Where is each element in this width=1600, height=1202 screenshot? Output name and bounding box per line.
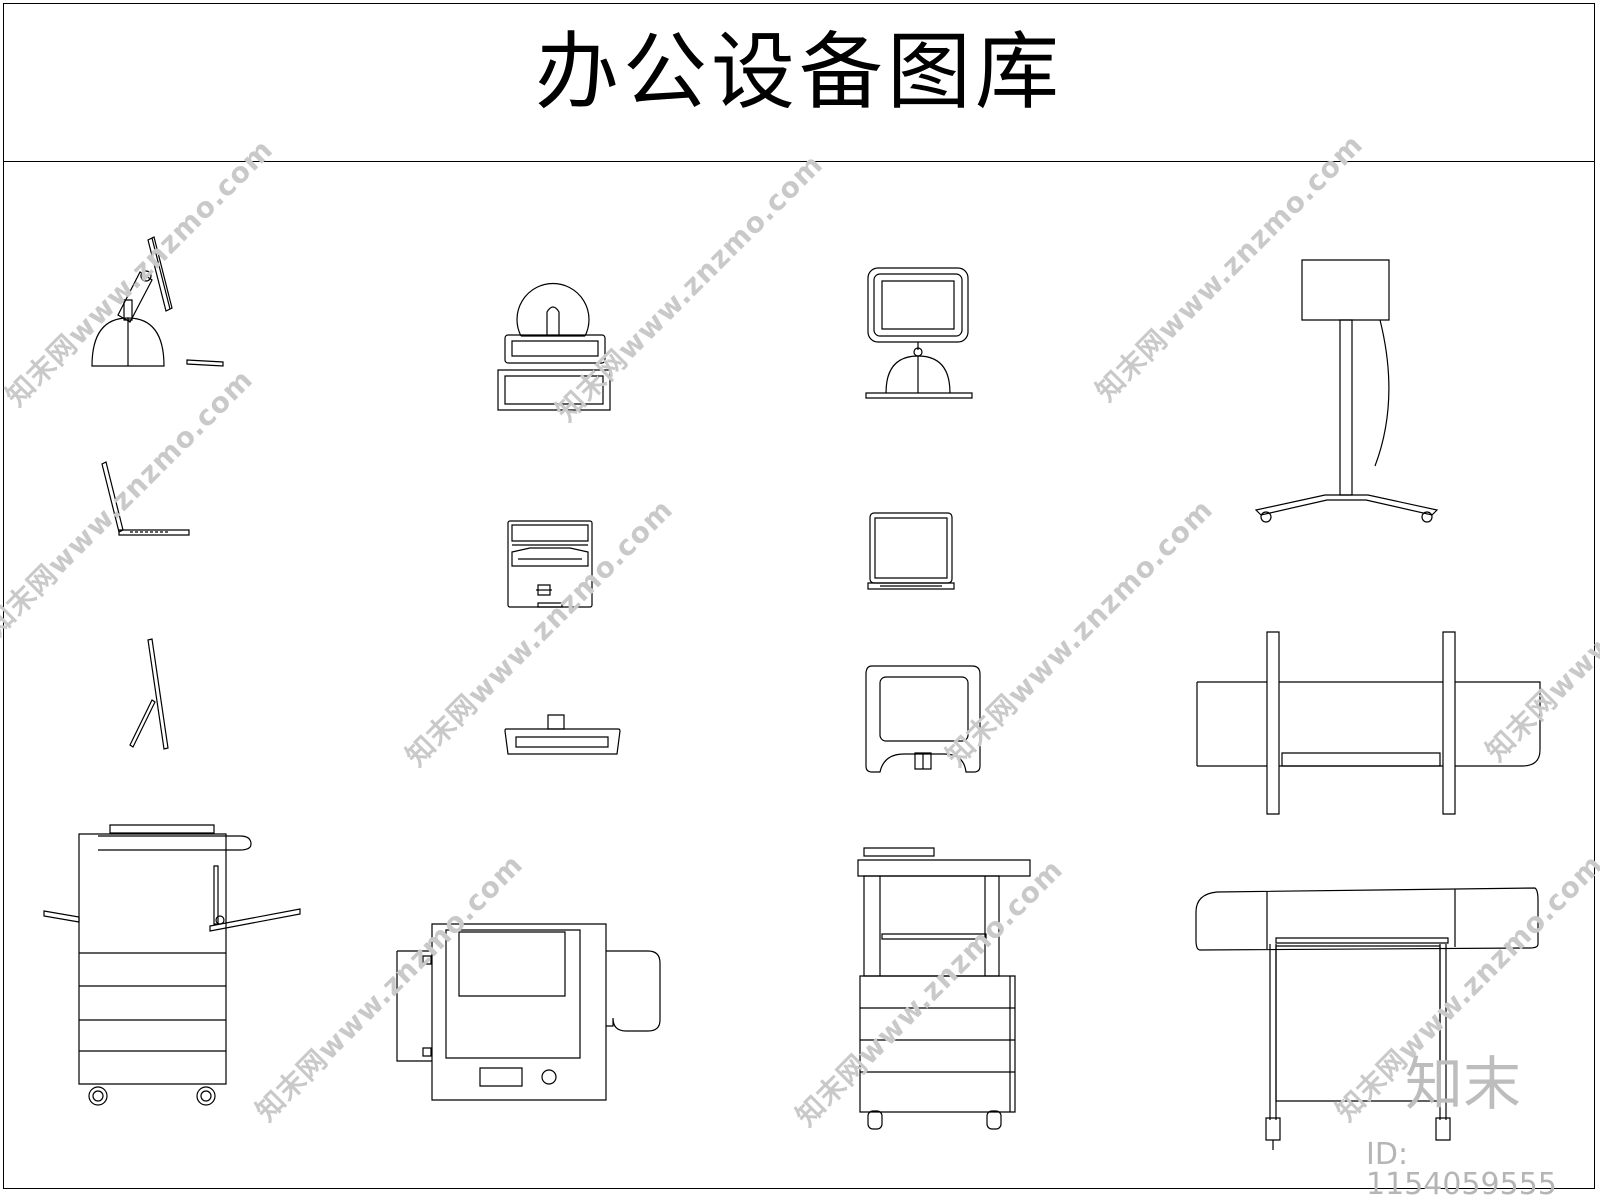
printer-front-symbol: [508, 521, 592, 607]
tv-stand-symbol: [1256, 260, 1437, 522]
laptop-front-symbol: [868, 513, 954, 589]
page-title: 办公设备图库: [534, 23, 1063, 121]
image-id-label: ID: 1154059555: [1366, 1137, 1557, 1202]
plotter-stand-symbol: [1196, 888, 1538, 1150]
printer-top-symbol: [397, 924, 660, 1100]
brand-watermark: 知末: [1405, 1050, 1522, 1118]
projector-symbol: [498, 284, 610, 410]
kiosk-monitor-symbol: [866, 666, 980, 772]
crt-monitor-symbol: [866, 268, 972, 398]
copier-middle-symbol: [858, 848, 1030, 1129]
copier-left-symbol: [44, 825, 300, 1105]
drawing-frame: 办公设备图库: [3, 3, 1595, 1189]
arm-monitor-symbol: [92, 237, 223, 366]
title-bar: 办公设备图库: [4, 4, 1594, 162]
plotter-front-symbol: [1197, 632, 1540, 814]
projector-side-symbol: [505, 715, 620, 754]
easel-side-symbol: [130, 639, 168, 749]
laptop-side-symbol: [102, 462, 189, 535]
